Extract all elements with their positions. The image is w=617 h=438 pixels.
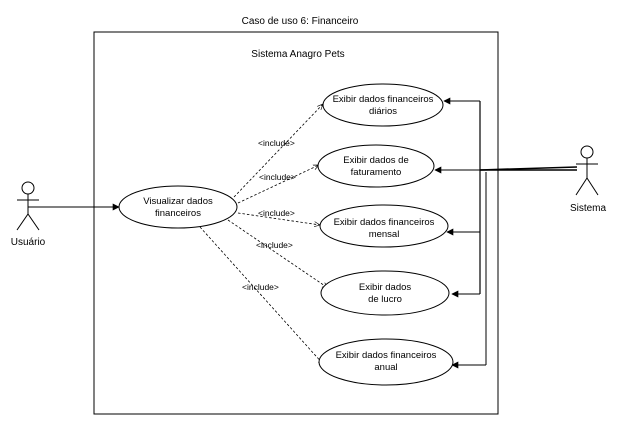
- system-boundary: [93, 31, 499, 415]
- diagram-title: Caso de uso 6: Financeiro: [242, 16, 359, 27]
- include-line-profit: [227, 219, 328, 288]
- use-case-label-line1: Exibir dados: [359, 282, 412, 293]
- system-associations: [434, 97, 578, 369]
- use-case-profit-data[interactable]: Exibir dados de lucro: [320, 270, 450, 316]
- actor-system-label: Sistema: [570, 203, 607, 214]
- use-case-ellipse: [319, 204, 449, 248]
- use-case-label-line1: Exibir dados financeiros: [334, 217, 435, 228]
- use-case-view-financial-data[interactable]: Visualizar dados financeiros: [118, 185, 238, 229]
- use-case-label-line1: Exibir dados financeiros: [336, 350, 437, 361]
- use-case-ellipse: [322, 83, 444, 127]
- use-case-ellipse: [318, 338, 454, 386]
- use-case-label-line2: faturamento: [351, 167, 402, 178]
- use-case-label-line1: Exibir dados de: [343, 155, 408, 166]
- use-case-label-line2: financeiros: [155, 208, 201, 219]
- include-label-daily: <include>: [258, 138, 295, 148]
- include-line-billing: [237, 164, 319, 204]
- use-case-daily-financial-data[interactable]: Exibir dados financeiros diários: [322, 83, 444, 127]
- include-label-profit: <include>: [256, 240, 293, 250]
- include-label-annual: <include>: [242, 282, 279, 292]
- use-case-ellipse: [118, 185, 238, 229]
- use-case-label-line1: Visualizar dados: [143, 196, 213, 207]
- use-case-label-line2: anual: [374, 362, 397, 373]
- use-case-ellipse: [317, 144, 435, 188]
- include-line-annual: [199, 226, 324, 365]
- actor-user-label: Usuário: [11, 237, 46, 248]
- use-case-label-line2: mensal: [369, 229, 400, 240]
- use-case-label-line2: diários: [369, 106, 397, 117]
- use-case-label-line1: Exibir dados financeiros: [333, 94, 434, 105]
- use-case-annual-financial-data[interactable]: Exibir dados financeiros anual: [318, 338, 454, 386]
- include-label-billing: <include>: [259, 172, 296, 182]
- system-boundary-name: Sistema Anagro Pets: [251, 49, 344, 60]
- actor-system[interactable]: Sistema: [570, 145, 607, 214]
- stick-figure-icon: [16, 181, 40, 231]
- include-line-monthly: [237, 212, 320, 225]
- use-case-label-line2: de lucro: [368, 294, 402, 305]
- actor-user[interactable]: Usuário: [11, 181, 46, 248]
- stick-figure-icon: [575, 145, 599, 196]
- use-case-billing-data[interactable]: Exibir dados de faturamento: [317, 144, 435, 188]
- use-case-ellipse: [320, 270, 450, 316]
- include-relations: [199, 104, 328, 365]
- include-label-monthly: <include>: [258, 208, 295, 218]
- use-case-monthly-financial-data[interactable]: Exibir dados financeiros mensal: [319, 204, 449, 248]
- include-line-daily: [233, 104, 323, 198]
